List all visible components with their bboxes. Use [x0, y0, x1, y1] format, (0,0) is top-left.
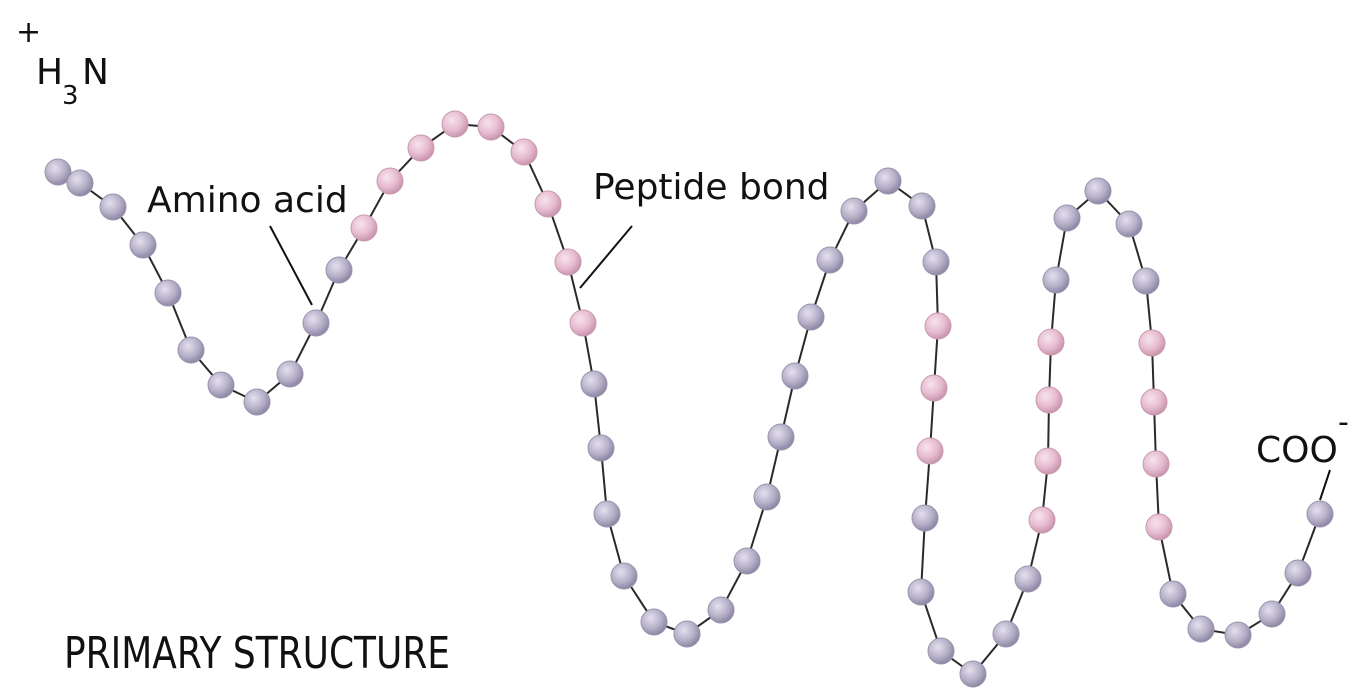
amino-acid-bead: [782, 363, 808, 389]
amino-acid-bead: [570, 310, 596, 336]
amino-acid-bead: [1043, 267, 1069, 293]
diagram-title: PRIMARY STRUCTURE: [64, 628, 450, 679]
amino-acid-bead: [326, 257, 352, 283]
n-terminus-n: N: [82, 52, 109, 93]
amino-acid-bead: [708, 597, 734, 623]
amino-acid-bead: [798, 304, 824, 330]
amino-acid-bead: [1307, 501, 1333, 527]
amino-acid-bead: [928, 638, 954, 664]
amino-acid-bead: [377, 168, 403, 194]
amino-acid-bead: [921, 375, 947, 401]
amino-acid-leader-line: [270, 226, 312, 305]
amino-acid-bead: [925, 313, 951, 339]
amino-acid-bead: [734, 548, 760, 574]
amino-acid-bead: [1143, 451, 1169, 477]
amino-acid-bead: [1225, 622, 1251, 648]
amino-acid-bead: [535, 191, 561, 217]
amino-acid-bead: [768, 424, 794, 450]
amino-acid-bead: [555, 249, 581, 275]
amino-acid-bead: [674, 621, 700, 647]
c-terminus-charge: -: [1338, 405, 1349, 440]
amino-acid-bead: [1029, 507, 1055, 533]
amino-acid-bead: [611, 563, 637, 589]
amino-acid-bead: [178, 337, 204, 363]
peptide-bond-leader-line: [580, 226, 632, 288]
amino-acid-bead: [1133, 268, 1159, 294]
amino-acid-bead: [754, 484, 780, 510]
amino-acid-bead: [1160, 581, 1186, 607]
amino-acid-bead: [912, 505, 938, 531]
amino-acid-label: Amino acid: [147, 180, 348, 221]
amino-acid-bead: [960, 661, 986, 687]
amino-acid-bead: [909, 193, 935, 219]
amino-acid-bead: [478, 114, 504, 140]
n-terminus-subscript: 3: [62, 81, 79, 111]
c-terminus-label: COO -: [1256, 405, 1349, 471]
amino-acid-bead: [1146, 514, 1172, 540]
amino-acid-bead: [100, 194, 126, 220]
amino-acid-bead: [1036, 387, 1062, 413]
amino-acid-bead: [588, 435, 614, 461]
amino-acid-bead: [208, 372, 234, 398]
amino-acid-bead: [923, 249, 949, 275]
peptide-bond-label: Peptide bond: [593, 167, 830, 208]
amino-acid-bead: [511, 139, 537, 165]
amino-acid-bead: [1038, 329, 1064, 355]
n-terminus-h: H: [36, 52, 63, 93]
n-terminus-charge: +: [16, 15, 41, 50]
amino-acid-bead: [1035, 448, 1061, 474]
amino-acid-bead: [244, 389, 270, 415]
amino-acid-bead: [1015, 566, 1041, 592]
amino-acid-bead: [408, 135, 434, 161]
amino-acid-bead: [581, 371, 607, 397]
amino-acid-bead: [1259, 601, 1285, 627]
amino-acid-bead: [1139, 330, 1165, 356]
amino-acid-bead: [594, 501, 620, 527]
amino-acid-bead: [67, 170, 93, 196]
amino-acid-bead: [841, 198, 867, 224]
amino-acid-bead: [351, 215, 377, 241]
amino-acid-bead: [155, 280, 181, 306]
amino-acid-bead: [817, 247, 843, 273]
c-terminus-leader-line: [1320, 470, 1330, 500]
n-terminus-label: + H 3 N: [16, 15, 109, 111]
amino-acid-bead: [277, 361, 303, 387]
amino-acid-bead: [1085, 178, 1111, 204]
amino-acid-bead: [1054, 205, 1080, 231]
amino-acid-bead: [993, 621, 1019, 647]
amino-acid-bead: [908, 579, 934, 605]
amino-acid-bead: [1116, 211, 1142, 237]
amino-acid-bead: [875, 168, 901, 194]
c-terminus-text: COO: [1256, 430, 1338, 471]
amino-acid-bead: [130, 232, 156, 258]
amino-acid-bead: [917, 438, 943, 464]
amino-acid-bead: [641, 609, 667, 635]
amino-acid-bead: [303, 310, 329, 336]
amino-acid-bead: [1188, 616, 1214, 642]
amino-acid-bead: [442, 111, 468, 137]
amino-acid-bead: [1141, 389, 1167, 415]
amino-acid-bead: [1285, 560, 1311, 586]
